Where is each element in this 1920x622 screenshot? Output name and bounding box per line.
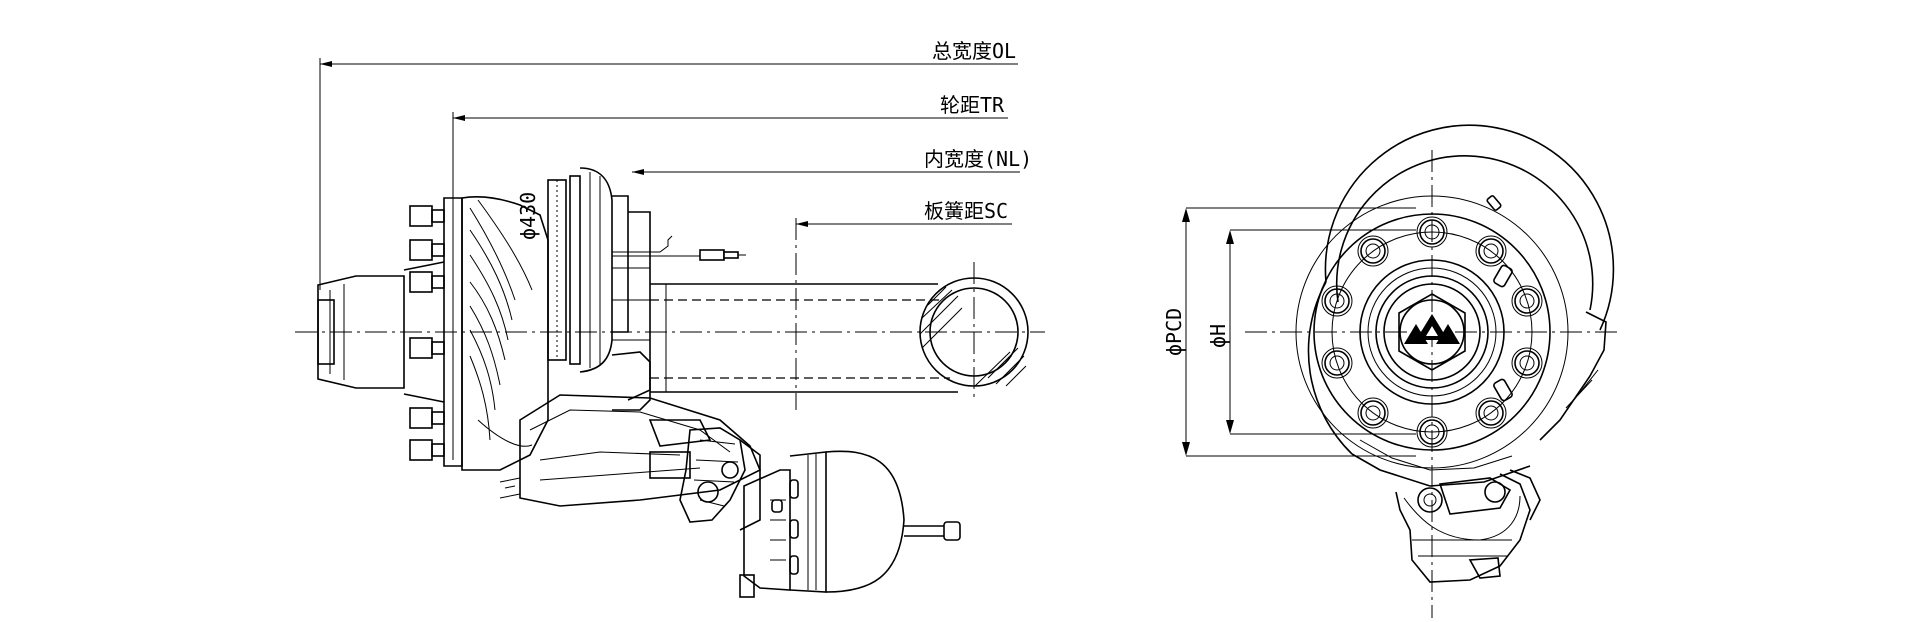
hub-cap bbox=[317, 275, 405, 389]
label-pcd: ϕPCD bbox=[1162, 308, 1186, 356]
slack-adjuster bbox=[679, 427, 761, 531]
hub-inner-ring bbox=[1359, 259, 1505, 405]
brake-chamber bbox=[739, 450, 961, 598]
axle-tube bbox=[650, 283, 958, 393]
drum-outer bbox=[1295, 124, 1615, 487]
dim-track: 轮距TR bbox=[452, 93, 1008, 460]
hub-flange-ring bbox=[1313, 213, 1551, 451]
side-view: 总宽度OL 轮距TR 内宽度(NL) 板簧距SC bbox=[295, 39, 1045, 598]
label-disc-diameter: ϕ430 bbox=[516, 192, 540, 240]
logo-icon bbox=[1404, 314, 1460, 344]
end-view: ϕPCD ϕH bbox=[1162, 124, 1620, 618]
label-spring-centers: 板簧距SC bbox=[924, 199, 1008, 223]
hub-cap-end bbox=[1375, 275, 1489, 389]
label-inner-width: 内宽度(NL) bbox=[924, 147, 1032, 171]
dim-pcd: ϕPCD bbox=[1162, 207, 1416, 457]
label-track: 轮距TR bbox=[940, 93, 1005, 117]
dim-overall-width: 总宽度OL bbox=[319, 39, 1018, 290]
dim-h: ϕH bbox=[1206, 229, 1416, 435]
bottom-assembly bbox=[1395, 469, 1541, 583]
tube-section bbox=[919, 277, 1029, 387]
dim-inner-width: 内宽度(NL) bbox=[632, 147, 1032, 175]
hub-body bbox=[461, 196, 549, 471]
brake-disc bbox=[547, 167, 613, 373]
label-h: ϕH bbox=[1206, 324, 1230, 348]
hub-pcd-ring bbox=[1331, 231, 1533, 433]
wheel-nuts bbox=[1321, 216, 1543, 448]
abs-sensor-cable bbox=[612, 235, 746, 261]
hub-bosses bbox=[1486, 195, 1513, 402]
axle-knuckle bbox=[611, 195, 651, 411]
brake-bracket bbox=[499, 394, 762, 507]
wheel-studs bbox=[409, 205, 445, 461]
label-overall-width: 总宽度OL bbox=[932, 39, 1016, 63]
dim-spring-centers: 板簧距SC bbox=[796, 199, 1012, 227]
